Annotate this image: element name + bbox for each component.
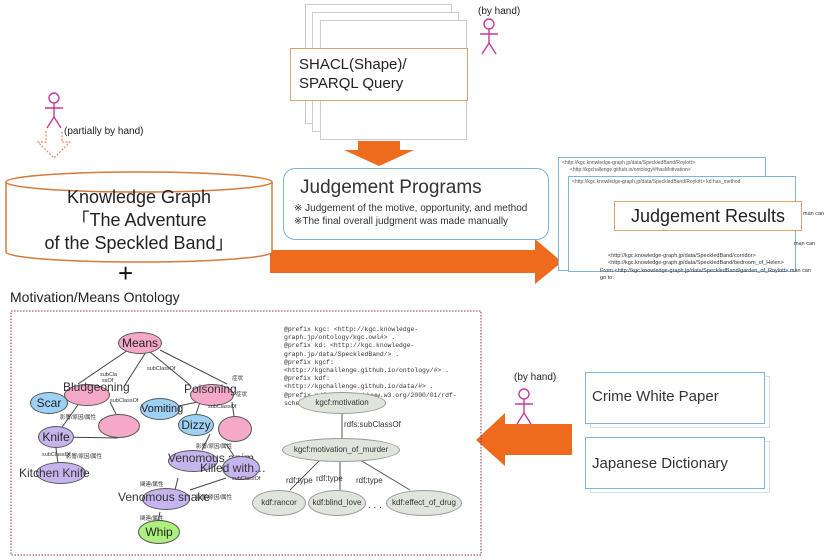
node-scar: Scar <box>30 392 68 414</box>
kg-line2: 「The Adventure <box>71 210 207 230</box>
edge-label-subclassof-1: subClassOf <box>147 366 176 372</box>
label-rdf-type-1: rdf:type <box>286 476 313 485</box>
node-vomiting: Vomiting <box>140 398 183 420</box>
label-dots: . . . <box>368 500 382 511</box>
node-kgcf-motivation: kgcf:motivation <box>298 392 386 414</box>
node-whip: Whip <box>138 520 180 544</box>
arrow-left-sources <box>476 413 572 466</box>
node-kdf-rancor: kdf:rancor <box>252 490 306 516</box>
node-venomous-animal <box>168 450 218 472</box>
kg-line3: of the Speckled Band」 <box>44 233 234 253</box>
node-knife: Knife <box>38 426 74 448</box>
arrow-right-results <box>270 239 562 284</box>
label-bludgeoning: Bludgeoning <box>63 380 130 394</box>
shacl-hand-label: (by hand) <box>478 6 521 17</box>
judgement-programs-box: Judgement Programs ※ Judgement of the mo… <box>283 168 549 240</box>
results-doc-line2: <http://kgchallenge.github.io/ontology/#… <box>570 167 691 173</box>
label-killed-with: Killed with… <box>200 461 267 475</box>
judgement-results-box: Judgement Results <box>614 201 802 231</box>
judgement-programs-title: Judgement Programs <box>300 177 482 198</box>
turtle-prefixes: @prefix kgc: <http://kgc.knowledge-graph… <box>284 326 457 407</box>
node-kgcf-motivation-of-murder: kgcf:motivation_of_murder <box>282 438 400 462</box>
sources-hand-label: (by hand) <box>514 372 557 383</box>
results-side2: man can <box>794 241 816 247</box>
crime-white-paper-label: Crime White Paper <box>592 388 719 405</box>
knowledge-graph-title: Knowledge Graph 「The Adventure of the Sp… <box>0 186 278 255</box>
label-poisoning: Poisoning <box>184 382 237 396</box>
person-icon-sources <box>515 388 533 425</box>
results-doc-line6: From <http://kgc.knowledge-graph.jp/data… <box>600 268 811 274</box>
label-kitchen-knife: Kitchen Knife <box>19 466 90 480</box>
person-icon-kg <box>45 92 63 129</box>
knowledge-graph-cylinder <box>5 171 273 263</box>
node-bludgeoning <box>64 384 110 406</box>
japanese-dictionary-label: Japanese Dictionary <box>592 455 728 472</box>
shacl-sparql-box: SHACL(Shape)/ SPARQL Query <box>290 48 468 101</box>
edge-label-jp8: 関連/属性 <box>140 516 164 522</box>
edge-label-subclassof-2: subClassOf <box>110 398 139 404</box>
person-icon-shacl <box>480 18 498 55</box>
node-poisoning-child <box>218 416 252 442</box>
shacl-title-line2: SPARQL Query <box>299 75 404 92</box>
results-doc-line7: go to: <box>600 275 614 281</box>
edge-label-ssof: ssOf <box>102 378 114 384</box>
japanese-dictionary-box: Japanese Dictionary <box>585 437 765 489</box>
plus-sign: + <box>118 258 134 288</box>
edge-label-jp3: 影響/原因/属性 <box>60 415 97 421</box>
edge-label-subclassof-3: subClassOf <box>208 404 237 410</box>
results-doc-line3: <http://kgc.knowledge-graph.jp/data/Spec… <box>572 179 741 185</box>
edge-label-subclassof-5: subClassOf <box>232 476 261 482</box>
kg-line1: Knowledge Graph <box>66 187 212 207</box>
edge-label-jp6: 影響/原因/属性 <box>196 495 233 501</box>
edge-label-subclassof-4: subClassOf <box>42 452 71 458</box>
node-poisoning <box>190 384 234 406</box>
node-dizzy: Dizzy <box>178 414 214 436</box>
node-kdf-blind-love: kdf:blind_love <box>308 490 366 516</box>
label-rdf-type-3: rdf:type <box>356 476 383 485</box>
judgement-programs-line1: ※ Judgement of the motive, opportunity, … <box>294 203 528 214</box>
node-venomous-snake <box>142 488 190 510</box>
ontology-frame <box>10 310 482 556</box>
node-killed-with <box>222 456 260 480</box>
node-means: Means <box>118 332 162 354</box>
edge-label-jp2: 症状 <box>236 392 248 398</box>
results-side1: man can <box>803 211 825 217</box>
crime-white-paper-box: Crime White Paper <box>585 372 765 424</box>
label-venomous-snake: Venomous snake <box>118 490 211 504</box>
kg-partially-label: (partially by hand) <box>64 126 144 137</box>
edge-label-jp5: 影響/原因/属性 <box>66 454 103 460</box>
judgement-programs-line2: ※The final overall judgment was made man… <box>294 216 509 227</box>
edge-label-jp1: 症状 <box>232 376 244 382</box>
edge-label-jp7: 関連/属性 <box>140 482 164 488</box>
shacl-title-line1: SHACL(Shape)/ <box>299 56 407 73</box>
results-doc-line4: <http://kgc.knowledge-graph.jp/data/Spec… <box>608 253 756 259</box>
node-kdf-effect-of-drug: kdf:effect_of_drug <box>386 490 462 516</box>
results-doc-line5: <http://kgc.knowledge-graph.jp/data/Spec… <box>608 260 784 266</box>
results-doc-line1: <http://kgc.knowledge-graph.jp/data/Spec… <box>562 160 695 166</box>
node-bludgeoning-child <box>98 414 140 438</box>
ontology-label: Motivation/Means Ontology <box>10 289 180 305</box>
turtle-edges <box>289 412 411 491</box>
label-rdfs-subclassof: rdfs:subClassOf <box>344 420 401 429</box>
arrow-down-shacl <box>344 141 414 166</box>
dotted-arrow-partially <box>36 131 72 159</box>
node-kitchen-knife <box>36 462 86 484</box>
edge-label-jp4: 影響/原因/属性 <box>196 444 233 450</box>
edge-label-subcla: subCla <box>100 372 118 378</box>
label-rdf-type-2: rdf:type <box>316 474 343 483</box>
